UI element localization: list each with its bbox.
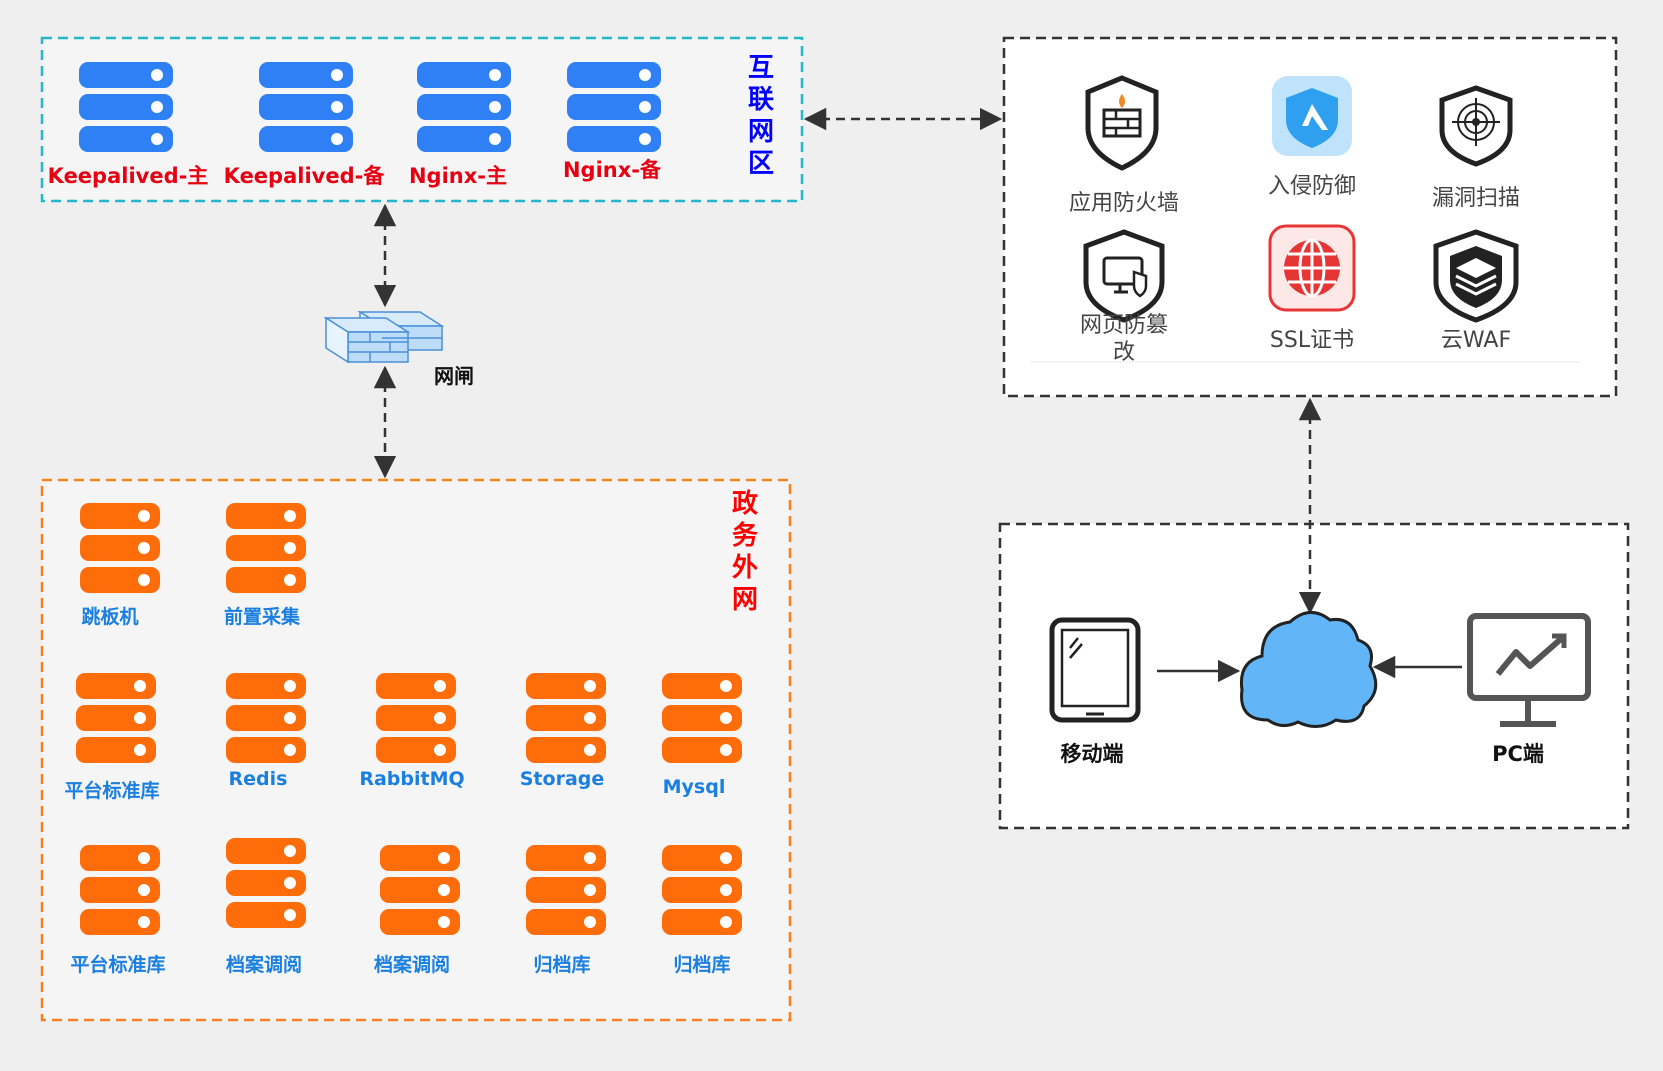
client-label-pc: PC端	[1492, 742, 1544, 766]
cloud-icon	[1239, 611, 1378, 728]
gateway-firewall-icon	[323, 310, 445, 364]
internet-server-icon-2	[259, 62, 353, 152]
security-label-vulnerability-scan: 漏洞扫描	[1431, 186, 1521, 211]
security-label-ssl: SSL证书	[1269, 328, 1355, 353]
internet-zone-title: 互联网区	[747, 53, 774, 179]
server-label-mysql: Mysql	[662, 776, 726, 798]
gov-zone-title: 政务外网	[731, 489, 758, 615]
security-label-waf-firewall: 应用防火墙	[1068, 191, 1180, 216]
gov-server-icon-row3-4	[526, 845, 606, 935]
monitor-chart-icon	[1467, 613, 1591, 727]
gov-server-icon-row3-3	[380, 845, 460, 935]
gateway-label: 网闸	[434, 364, 474, 388]
gov-server-icon-row3-2	[226, 838, 306, 928]
server-label-nginx-backup: Nginx-备	[562, 158, 662, 182]
gov-server-icon-row2-1	[76, 673, 156, 763]
server-label-platform-std-1: 平台标准库	[64, 780, 160, 802]
client-label-mobile: 移动端	[1060, 742, 1124, 766]
gov-server-icon-row2-2	[226, 673, 306, 763]
gov-server-icon-row2-4	[526, 673, 606, 763]
intrusion-defense-icon	[1272, 76, 1352, 156]
security-label-web-tamper: 网页防篡改	[1079, 313, 1168, 365]
server-label-archive-db-2: 归档库	[673, 954, 731, 976]
server-label-redis: Redis	[228, 768, 288, 790]
server-label-platform-std-2: 平台标准库	[70, 954, 166, 976]
server-label-storage: Storage	[519, 768, 605, 790]
firewall-shield-icon	[1085, 75, 1159, 171]
gov-server-icon-row2-3	[376, 673, 456, 763]
internet-server-icon-1	[79, 62, 173, 152]
cloud-waf-shield-icon	[1433, 229, 1519, 323]
gov-server-icon-row3-1	[80, 845, 160, 935]
server-label-jump-host: 跳板机	[81, 606, 139, 628]
gov-server-icon-row1-2	[226, 503, 306, 593]
gov-server-icon-row3-5	[662, 845, 742, 935]
internet-server-icon-4	[567, 62, 661, 152]
server-label-keepalived-master: Keepalived-主	[47, 164, 209, 188]
server-label-rabbitmq: RabbitMQ	[359, 768, 465, 790]
server-label-nginx-master: Nginx-主	[408, 164, 508, 188]
vulnerability-scan-icon	[1439, 85, 1513, 167]
gov-server-icon-row1-1	[80, 503, 160, 593]
server-label-keepalived-backup: Keepalived-备	[223, 164, 385, 188]
server-label-archive-view-1: 档案调阅	[225, 954, 303, 976]
security-label-intrusion-defense: 入侵防御	[1267, 174, 1357, 199]
gov-server-icon-row2-5	[662, 673, 742, 763]
tablet-icon	[1049, 617, 1141, 723]
server-label-archive-db-1: 归档库	[533, 954, 591, 976]
web-tamper-shield-icon	[1083, 229, 1165, 323]
server-label-archive-view-2: 档案调阅	[373, 954, 451, 976]
server-label-front-collect: 前置采集	[223, 606, 301, 628]
security-label-cloud-waf: 云WAF	[1440, 328, 1512, 353]
internet-server-icon-3	[417, 62, 511, 152]
ssl-globe-icon	[1268, 224, 1356, 312]
